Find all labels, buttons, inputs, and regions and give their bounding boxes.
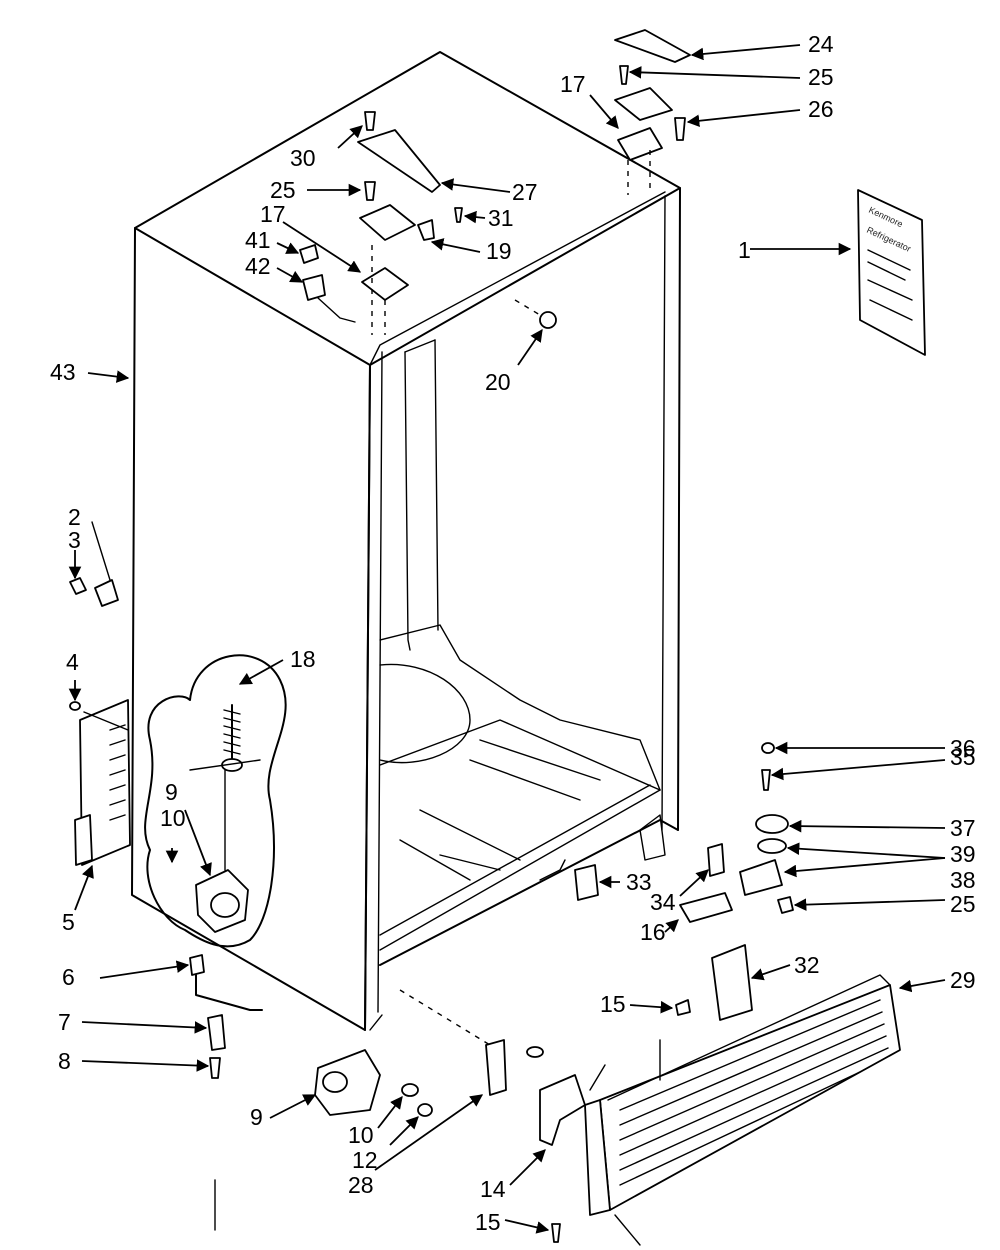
top-hinge-parts — [299, 111, 557, 335]
callout-25-center: 25 — [270, 177, 296, 203]
callout-3: 3 — [68, 527, 81, 553]
callout-27: 27 — [512, 179, 538, 205]
callout-19: 19 — [486, 238, 512, 264]
callout-15-upper: 15 — [600, 991, 626, 1017]
callout-4: 4 — [66, 649, 79, 675]
callout-34: 34 — [650, 889, 676, 915]
callout-32: 32 — [794, 952, 820, 978]
callout-7: 7 — [58, 1009, 71, 1035]
callout-28: 28 — [348, 1172, 374, 1198]
callout-20: 20 — [485, 369, 511, 395]
callout-36: 36 — [950, 735, 976, 761]
callout-labels: 24 25 26 17 30 27 25 31 17 41 19 42 1 20… — [50, 31, 976, 1235]
callout-25-top: 25 — [808, 64, 834, 90]
cabinet — [131, 51, 681, 1031]
callout-12-upper: 10 — [160, 805, 186, 831]
callout-24: 24 — [808, 31, 834, 57]
callout-10: 10 — [348, 1122, 374, 1148]
callout-2: 2 — [68, 504, 81, 530]
callout-12-lower: 12 — [352, 1147, 378, 1173]
callout-30: 30 — [290, 145, 316, 171]
callout-33: 33 — [626, 869, 652, 895]
callout-35: 35 — [950, 744, 976, 770]
left-side-parts — [69, 577, 131, 866]
callout-31: 31 — [488, 205, 514, 231]
callout-1: 1 — [738, 237, 751, 263]
callout-17-center: 17 — [260, 201, 286, 227]
callout-42: 42 — [245, 253, 271, 279]
callout-37: 37 — [950, 815, 976, 841]
callout-15-lower: 15 — [475, 1209, 501, 1235]
callout-11: 9 — [165, 779, 178, 805]
callout-17-right: 17 — [560, 71, 586, 97]
callout-25-lower: 25 — [950, 891, 976, 917]
callout-41: 41 — [245, 227, 271, 253]
callout-14: 14 — [480, 1176, 506, 1202]
callout-39: 39 — [950, 841, 976, 867]
cutaway-view — [144, 654, 287, 948]
callout-43: 43 — [50, 359, 76, 385]
callout-8: 8 — [58, 1048, 71, 1074]
callout-9: 9 — [250, 1104, 263, 1130]
callout-29: 29 — [950, 967, 976, 993]
callout-16: 16 — [640, 919, 666, 945]
callout-5: 5 — [62, 909, 75, 935]
bottom-left-parts — [189, 954, 433, 1231]
callout-18: 18 — [290, 646, 316, 672]
top-right-hinge-parts — [614, 29, 691, 195]
leader-lines — [68, 44, 946, 1234]
callout-38: 38 — [950, 867, 976, 893]
bottom-right-parts — [399, 742, 901, 1246]
callout-26: 26 — [808, 96, 834, 122]
callout-6: 6 — [62, 964, 75, 990]
owners-manual: Kenmore Refrigerator — [857, 189, 926, 356]
